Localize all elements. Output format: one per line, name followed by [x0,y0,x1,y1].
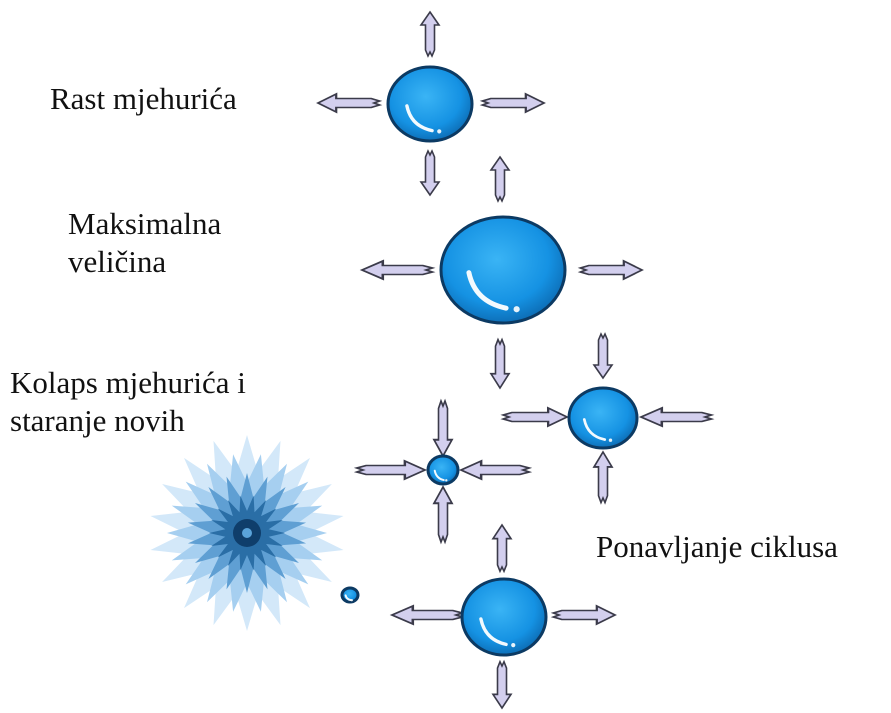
arrow-cycle-down [593,333,613,379]
bubbles-layer [340,65,639,657]
bubble-fragment [340,586,360,604]
arrow-growth-left [316,92,381,114]
label-maximum-size-line1: Maksimalna [68,206,222,241]
arrow-new-left [390,604,464,626]
bubble-growth [386,65,474,143]
arrow-shrink-left-in [639,406,713,428]
arrow-max-right [579,259,644,281]
label-collapse-line1: Kolaps mjehurića i [10,365,246,400]
arrow-collapse-right-in [355,459,427,481]
bubble-collapsing [426,454,460,486]
arrow-new-down [492,660,512,709]
arrow-max-to-collapse-down [490,338,510,389]
arrow-max-up [490,156,510,202]
label-collapse-line2: staranje novih [10,403,185,438]
bubble-shrinking [567,386,639,450]
label-cycle-repeat: Ponavljanje ciklusa [596,528,838,566]
label-collapse: Kolaps mjehurića i staranje novih [10,364,246,440]
arrow-collapse-up-in [433,486,453,543]
arrow-max-left [360,259,434,281]
bubble-new [460,577,548,657]
collapse-burst [150,435,344,631]
label-maximum-size: Maksimalna veličina [68,205,221,281]
arrow-growth-up [420,11,440,57]
arrow-collapse-left-in [459,459,531,481]
arrow-growth-right [481,92,546,114]
label-bubble-growth: Rast mjehurića [50,80,237,118]
arrow-shrink-up-in [593,451,613,504]
label-bubble-growth-text: Rast mjehurića [50,81,237,116]
bubble-max-size [439,215,567,325]
label-maximum-size-line2: veličina [68,244,167,279]
arrow-new-up [492,524,512,573]
burst-center-dot [242,528,252,538]
label-cycle-repeat-text: Ponavljanje ciklusa [596,529,838,564]
arrow-new-right [552,604,617,626]
arrow-growth-down [420,150,440,196]
arrow-shrink-right-in [502,406,569,428]
arrow-collapse-down-in [433,400,453,457]
